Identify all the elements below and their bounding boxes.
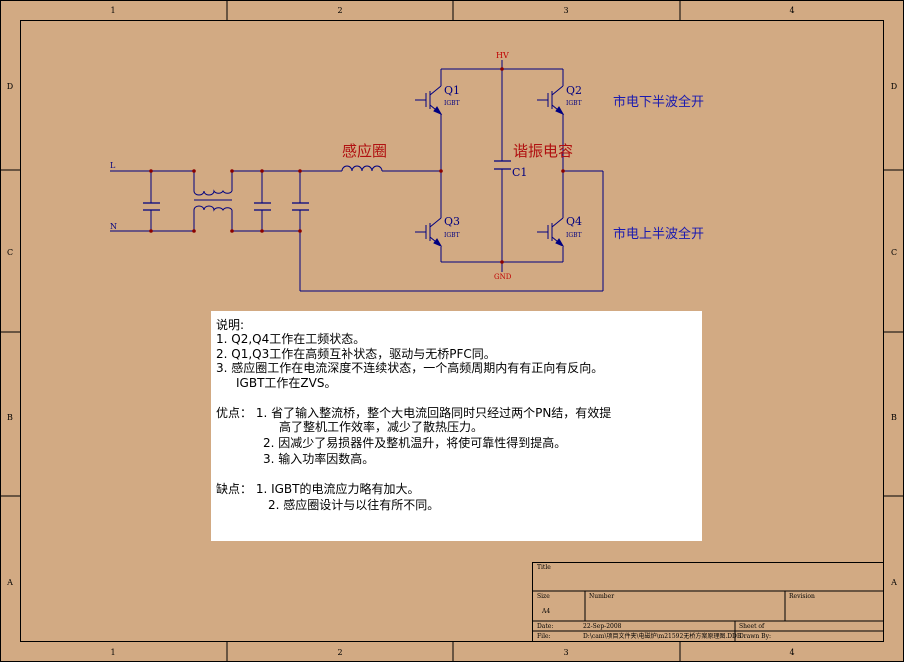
advantage-3: 3. 输入功率因数高。	[263, 452, 375, 466]
bottom-col-4: 4	[789, 648, 794, 657]
left-row-d: D	[7, 82, 13, 91]
igbt-q1	[415, 85, 443, 116]
q3-type: IGBT	[444, 232, 460, 239]
sheet-label: Sheet of	[739, 623, 765, 630]
note-line-3: 3. 感应圈工作在电流深度不连续状态，一个高频周期内有有正向有反向。	[216, 361, 604, 375]
q2-ref: Q2	[566, 84, 582, 97]
disadvantage-2: 2. 感应圈设计与以往有所不同。	[268, 498, 440, 512]
advantage-1: 优点： 1. 省了输入整流桥，整个大电流回路同时只经过两个PN结，有效提	[216, 406, 612, 420]
note-line-3b: IGBT工作在ZVS。	[236, 376, 337, 390]
frame-labels: 1 2 3 4 1 2 3 4 D C B A D C B A	[6, 6, 897, 657]
q1-ref: Q1	[444, 84, 460, 97]
right-row-c: C	[891, 248, 897, 257]
top-col-2: 2	[337, 6, 342, 15]
junction-dots	[149, 67, 565, 264]
q3-ref: Q3	[444, 215, 460, 228]
top-col-4: 4	[789, 6, 794, 15]
q2-type: IGBT	[566, 100, 582, 107]
igbt-q3	[415, 208, 443, 248]
top-col-1: 1	[110, 6, 115, 15]
date-label: Date:	[537, 623, 553, 630]
title-label: Title	[537, 564, 551, 571]
neutral-label: N	[110, 222, 117, 231]
lower-half-wave-note: 市电上半波全开	[613, 226, 704, 242]
advantage-2: 2. 因减少了易损器件及整机温升，将使可靠性得到提高。	[263, 436, 567, 450]
line-label: L	[110, 161, 116, 170]
coil-label: 感应圈	[342, 142, 387, 160]
right-row-a: A	[890, 578, 897, 587]
bottom-col-3: 3	[563, 648, 568, 657]
advantage-1b: 高了整机工作效率，减少了散热压力。	[279, 420, 484, 434]
size-label: Size	[537, 593, 550, 600]
bottom-col-1: 1	[110, 648, 115, 657]
right-row-b: B	[891, 413, 897, 422]
left-row-c: C	[7, 248, 13, 257]
q1-type: IGBT	[444, 100, 460, 107]
disadvantage-1: 缺点： 1. IGBT的电流应力略有加大。	[216, 482, 420, 496]
note-line-1: 1. Q2,Q4工作在工频状态。	[216, 332, 366, 346]
gnd-label: GND	[494, 273, 512, 281]
hv-label: HV	[496, 51, 509, 60]
cap-ref-label: C1	[512, 166, 527, 179]
filter-capacitors	[143, 202, 309, 211]
resonant-cap-label: 谐振电容	[513, 142, 573, 160]
q4-type: IGBT	[566, 232, 582, 239]
file-value: D:\cam\项目文件夹\电磁炉\m21592无桥方案原理图.DDB	[583, 632, 742, 640]
igbt-q4	[537, 208, 565, 248]
explanation-panel: 说明: 1. Q2,Q4工作在工频状态。 2. Q1,Q3工作在高频互补状态，驱…	[211, 311, 702, 541]
wires	[110, 60, 604, 292]
date-value: 22-Sep-2008	[583, 623, 622, 630]
induction-coil	[341, 165, 383, 172]
resonant-capacitor	[494, 160, 511, 170]
right-row-d: D	[891, 82, 897, 91]
note-line-2: 2. Q1,Q3工作在高频互补状态，驱动与无桥PFC同。	[216, 347, 496, 361]
revision-label: Revision	[789, 593, 815, 600]
number-label: Number	[589, 593, 614, 600]
bottom-col-2: 2	[337, 648, 342, 657]
igbt-q2	[537, 85, 565, 116]
left-row-a: A	[6, 578, 13, 587]
file-label: File:	[537, 633, 551, 640]
size-value: A4	[541, 608, 550, 615]
q4-ref: Q4	[566, 215, 582, 228]
common-mode-choke	[193, 189, 233, 212]
title-block	[532, 562, 884, 642]
left-row-b: B	[7, 413, 13, 422]
note-heading: 说明:	[216, 318, 245, 332]
top-col-3: 3	[563, 6, 568, 15]
drawn-label: Drawn By:	[739, 633, 771, 640]
upper-half-wave-note: 市电下半波全开	[613, 94, 704, 110]
